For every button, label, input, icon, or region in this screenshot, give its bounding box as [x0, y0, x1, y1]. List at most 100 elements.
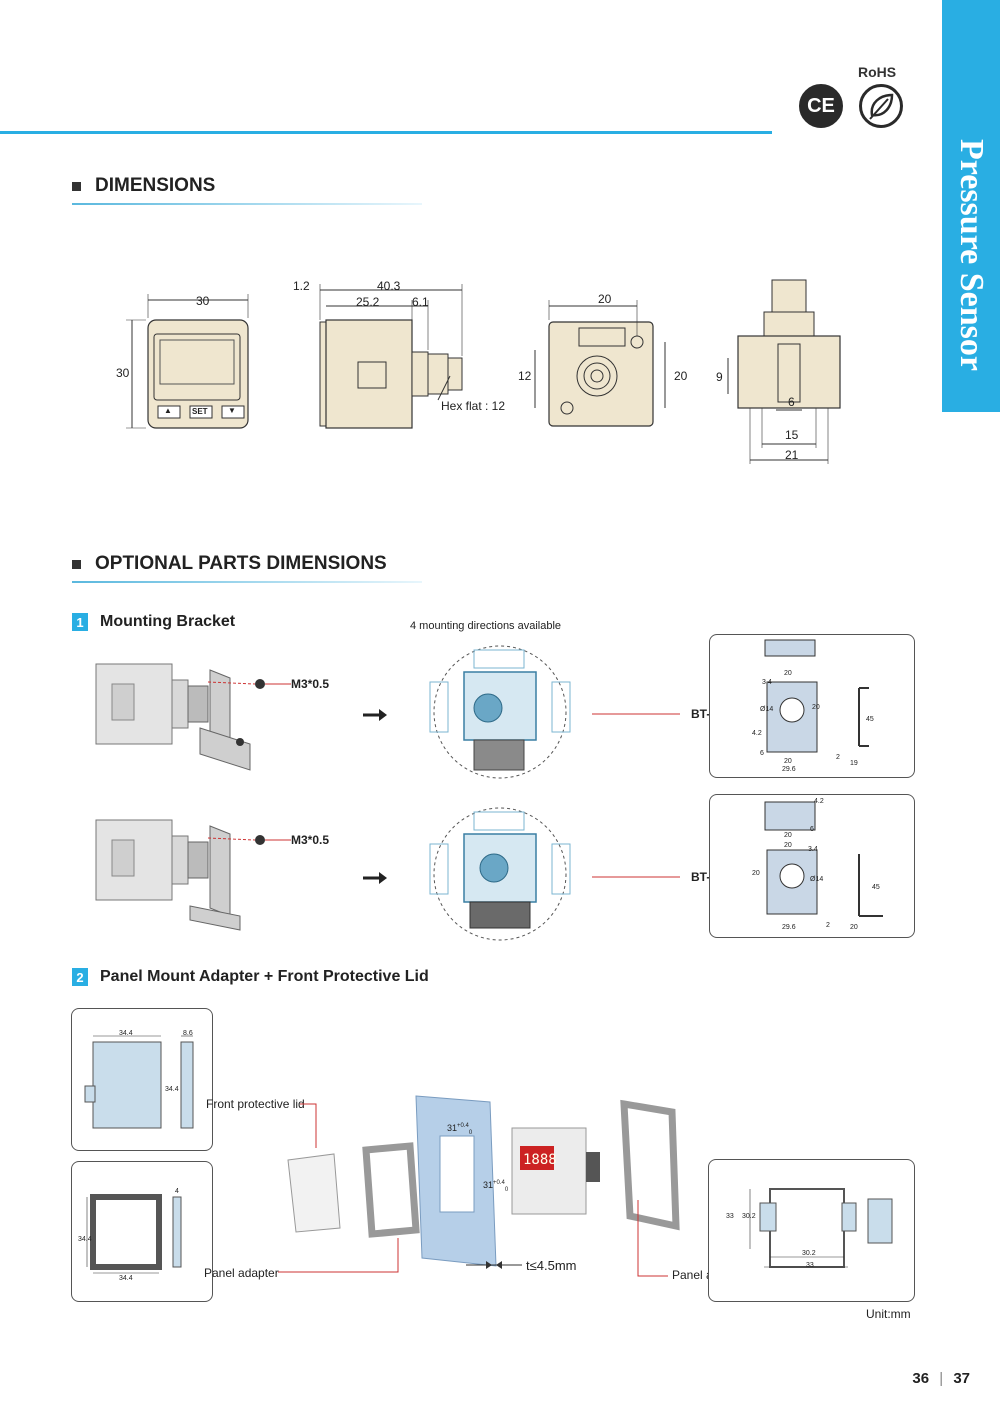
side-tab: Pressure Sensor: [942, 0, 1000, 412]
bt12-d42: 4.2: [752, 730, 762, 737]
top-height: 9: [716, 370, 723, 384]
bt12-d2: 2: [836, 754, 840, 761]
bracket-number: 1: [72, 613, 88, 631]
arrow-right-icon: [363, 872, 387, 884]
panel-exploded-illustration: 1888: [287, 1095, 680, 1267]
bt13-d296: 29.6: [782, 924, 796, 931]
bt12-directions-illustration: [429, 645, 571, 779]
adapter-height: 34.4: [78, 1236, 92, 1243]
cutout-height-tol: +0.4: [493, 1180, 505, 1186]
bullet-square-icon: [72, 559, 81, 569]
front-btn-set: SET: [192, 407, 208, 416]
page-numbers: 36 | 37: [912, 1370, 970, 1387]
adapter-depth: 4: [175, 1188, 179, 1195]
bullet-square-icon: [72, 181, 81, 191]
top-width-6: 6: [788, 395, 795, 409]
bt12-d45: 45: [866, 716, 874, 723]
bt12-d34: 3.4: [762, 679, 772, 686]
bt13-d34: 3.4: [808, 846, 818, 853]
leaf-icon: [859, 84, 903, 128]
bt13-d20d: 20: [850, 924, 858, 931]
ce-mark-icon: CE: [799, 84, 843, 128]
bt12-d296: 29.6: [782, 766, 796, 773]
back-width: 20: [598, 292, 612, 306]
side-lid-depth: 1.2: [293, 279, 310, 293]
lid-label: Front protective lid: [206, 1097, 305, 1111]
bracket-bt13-exploded-illustration: [95, 819, 265, 931]
bt13-leader: [592, 876, 680, 878]
bracket-heading: 1 Mounting Bracket: [72, 613, 235, 631]
page-left: 36: [912, 1370, 930, 1387]
bt12-d20b: 20: [812, 704, 820, 711]
cutout-width-tol: +0.4: [457, 1123, 469, 1129]
rohs-label: RoHS: [858, 64, 897, 80]
side-body-depth: 25.2: [356, 295, 380, 309]
lid-leader: [300, 1103, 317, 1148]
clip-h2: 30.2: [742, 1213, 756, 1220]
adapter-drawing-box: [71, 1161, 213, 1302]
clip-drawing: [749, 1188, 893, 1268]
dimensions-title-text: DIMENSIONS: [95, 175, 216, 196]
side-fitting-depth: 6.1: [412, 295, 429, 309]
optional-title-text: OPTIONAL PARTS DIMENSIONS: [95, 553, 387, 574]
front-view-drawing: [126, 294, 249, 429]
unit-label: Unit:mm: [866, 1307, 911, 1321]
adapter-leader-1: [278, 1238, 399, 1273]
panel-number: 2: [72, 968, 88, 986]
cutout-width: 31+0.40: [447, 1123, 472, 1136]
lid-drawing: [84, 1035, 194, 1129]
side-total-depth: 40.3: [377, 279, 401, 293]
header-rule: [0, 131, 772, 134]
page-separator: |: [939, 1370, 944, 1387]
side-hex-flat: Hex flat : 12: [441, 399, 506, 413]
ce-text: CE: [807, 94, 835, 117]
bt12-drawing: [764, 639, 869, 753]
adapter-drawing: [86, 1194, 182, 1274]
top-width-15: 15: [785, 428, 799, 442]
front-height: 30: [116, 366, 130, 380]
bt13-drawing: [764, 801, 883, 917]
cutout-width-tol2: 0: [468, 1129, 473, 1136]
side-tab-label: Pressure Sensor: [953, 138, 990, 372]
screw-leader-1: [265, 683, 291, 685]
bt12-d19: 19: [850, 760, 858, 767]
top-width-21: 21: [785, 448, 799, 462]
bt13-directions-illustration: [429, 807, 571, 941]
adapter-label-1: Panel adapter: [204, 1266, 279, 1280]
optional-title: OPTIONAL PARTS DIMENSIONS: [72, 553, 387, 575]
bt13-phi14: Ø14: [810, 876, 824, 883]
cutout-width-value: 31: [447, 1123, 458, 1133]
lid-depth: 8.6: [183, 1030, 193, 1037]
bt13-d20b: 20: [784, 842, 792, 849]
lid-width: 34.4: [119, 1030, 133, 1037]
dimensions-underline: [72, 203, 422, 205]
screw-label-1: M3*0.5: [291, 677, 330, 691]
adapter-width: 34.4: [119, 1275, 133, 1282]
cutout-height: 31+0.40: [483, 1180, 508, 1193]
cutout-height-value: 31: [483, 1180, 494, 1190]
clip-w1: 30.2: [802, 1250, 816, 1257]
front-btn-down: ▼: [228, 406, 236, 415]
top-view-drawing: [727, 279, 841, 464]
back-height-right: 20: [674, 369, 688, 383]
clip-w2: 33: [806, 1262, 814, 1269]
bt12-leader: [592, 713, 680, 715]
bt13-d45: 45: [872, 884, 880, 891]
dimensions-title: DIMENSIONS: [72, 175, 215, 197]
page-right: 37: [953, 1370, 970, 1387]
bt12-phi14: Ø14: [760, 706, 774, 713]
thickness-marker: [466, 1261, 522, 1269]
bracket-title: Mounting Bracket: [100, 613, 236, 630]
bt13-d2: 2: [826, 922, 830, 929]
back-view-drawing: [534, 300, 666, 427]
cutout-height-tol2: 0: [504, 1186, 509, 1193]
screw-label-2: M3*0.5: [291, 833, 330, 847]
front-width: 30: [196, 294, 210, 308]
lcd-display-text: 1888: [523, 1152, 557, 1168]
bt12-d20a: 20: [784, 670, 792, 677]
clip-h1: 33: [726, 1213, 734, 1220]
bt13-d20a: 20: [784, 832, 792, 839]
adapter-leader-2: [637, 1200, 668, 1277]
panel-title: Panel Mount Adapter + Front Protective L…: [100, 968, 429, 985]
back-height-left: 12: [518, 369, 532, 383]
